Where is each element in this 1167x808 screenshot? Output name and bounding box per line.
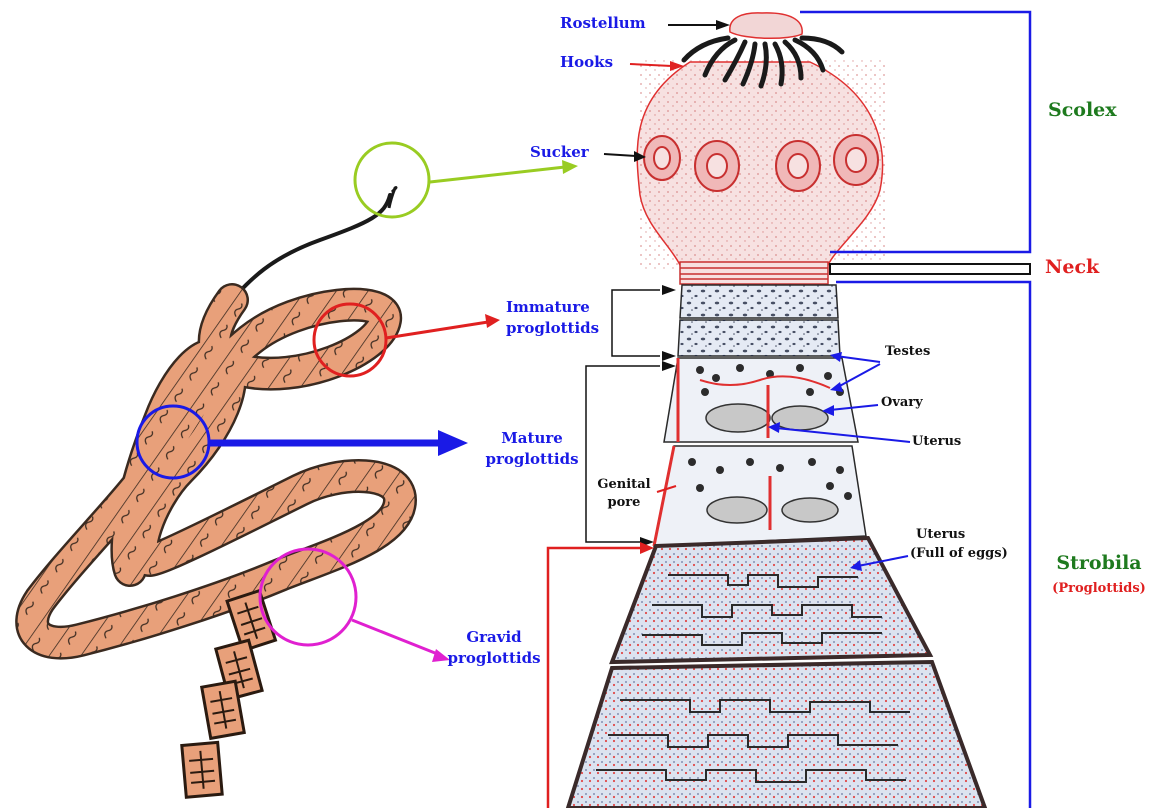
testes-label: Testes [885,345,930,359]
uterus-eggs-label-line1: Uterus [916,528,965,542]
neck-label: Neck [1045,257,1099,278]
strobila-label: Strobila [1040,553,1158,574]
scolex-label: Scolex [1048,100,1117,121]
strobila-sub-label: (Proglottids) [1036,582,1162,596]
mature-label-line1: Mature [476,430,588,447]
scolex-drawing [637,13,885,284]
genital-pore-label-line1: Genital [592,478,656,492]
genital-pore-label-line2: pore [592,496,656,510]
mature-label-line2: proglottids [476,451,588,468]
uterus-eggs-label-line2: (Full of eggs) [910,547,1008,561]
gravid-label-line1: Gravid [438,629,550,646]
gravid-label-line2: proglottids [438,650,550,667]
uterus-label: Uterus [912,435,961,449]
ovary-label: Ovary [881,396,923,410]
scolex-highlight-circle [355,143,429,217]
immature-label-line2: proglottids [506,320,599,337]
immature-label-line1: Immature [506,299,590,316]
rostellum-label: Rostellum [560,15,646,32]
hooks-label: Hooks [560,54,613,71]
whole-worm [32,143,429,797]
sucker-label: Sucker [530,144,589,161]
